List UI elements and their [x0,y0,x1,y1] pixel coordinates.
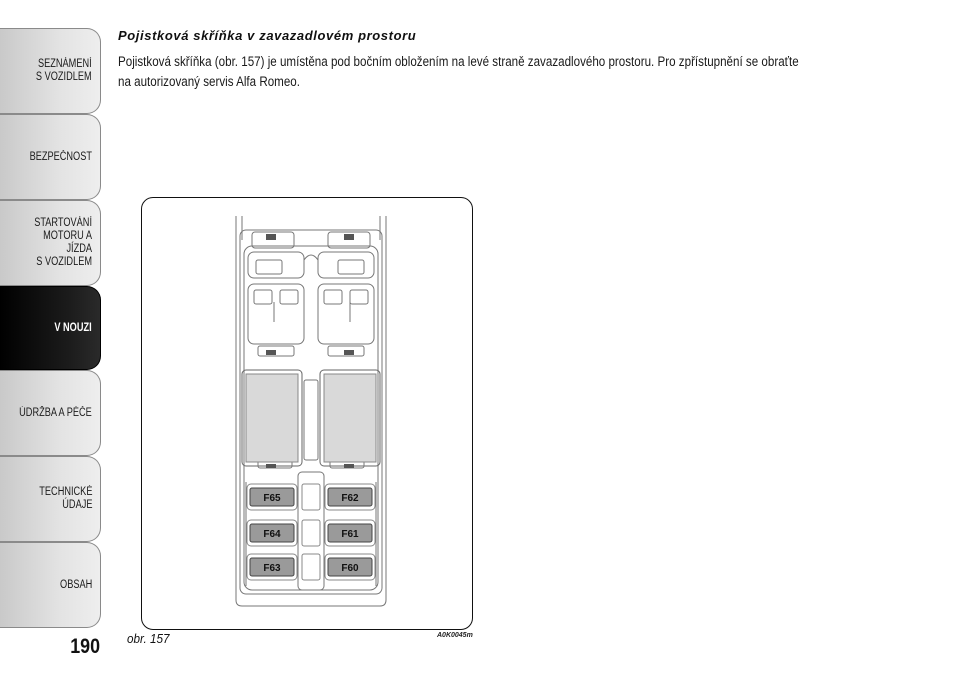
page-number: 190 [70,635,100,658]
figure-frame [141,197,473,630]
fuse-label: F62 [341,493,359,504]
tab-technicke-udaje[interactable]: TECHNICKÉ ÚDAJE [0,456,101,542]
fuse-f61: F61 [327,523,373,543]
figure-code: A0K0045m [437,632,473,639]
tab-bezpecnost[interactable]: BEZPEČNOST [0,114,101,200]
fuse-f60: F60 [327,557,373,577]
fuse-f64: F64 [249,523,295,543]
tab-seznameni[interactable]: SEZNÁMENÍ S VOZIDLEM [0,28,101,114]
fuse-label: F60 [341,563,359,574]
tab-label: SEZNÁMENÍ S VOZIDLEM [36,58,92,83]
tab-v-nouzi[interactable]: V NOUZI [0,286,101,370]
tab-label: OBSAH [59,578,92,591]
fuse-f62: F62 [327,487,373,507]
fuse-f63: F63 [249,557,295,577]
tab-label: TECHNICKÉ ÚDAJE [38,486,92,511]
tab-label: STARTOVÁNÍ MOTORU A JÍZDA S VOZIDLEM [34,217,92,268]
fuse-label: F64 [263,529,281,540]
paragraph-line: na autorizovaný servis Alfa Romeo. [118,74,300,89]
fuse-label: F61 [341,529,359,540]
tab-label: V NOUZI [54,321,92,334]
fuse-label: F65 [263,493,281,504]
fuse-box-diagram: F65 F64 F63 F62 F61 F60 [235,216,387,607]
tab-label: BEZPEČNOST [29,150,92,163]
tab-label: ÚDRŽBA A PÉČE [19,406,92,419]
section-paragraph: Pojistková skříňka (obr. 157) je umístěn… [118,52,935,92]
section-heading: Pojistková skříňka v zavazadlovém prosto… [118,28,417,43]
fuse-label: F63 [263,563,281,574]
tab-startovani[interactable]: STARTOVÁNÍ MOTORU A JÍZDA S VOZIDLEM [0,200,101,286]
tab-obsah[interactable]: OBSAH [0,542,101,628]
fuse-f65: F65 [249,487,295,507]
tab-udrzba[interactable]: ÚDRŽBA A PÉČE [0,370,101,456]
paragraph-line: Pojistková skříňka (obr. 157) je umístěn… [118,54,799,69]
figure-caption: obr. 157 [127,631,170,646]
